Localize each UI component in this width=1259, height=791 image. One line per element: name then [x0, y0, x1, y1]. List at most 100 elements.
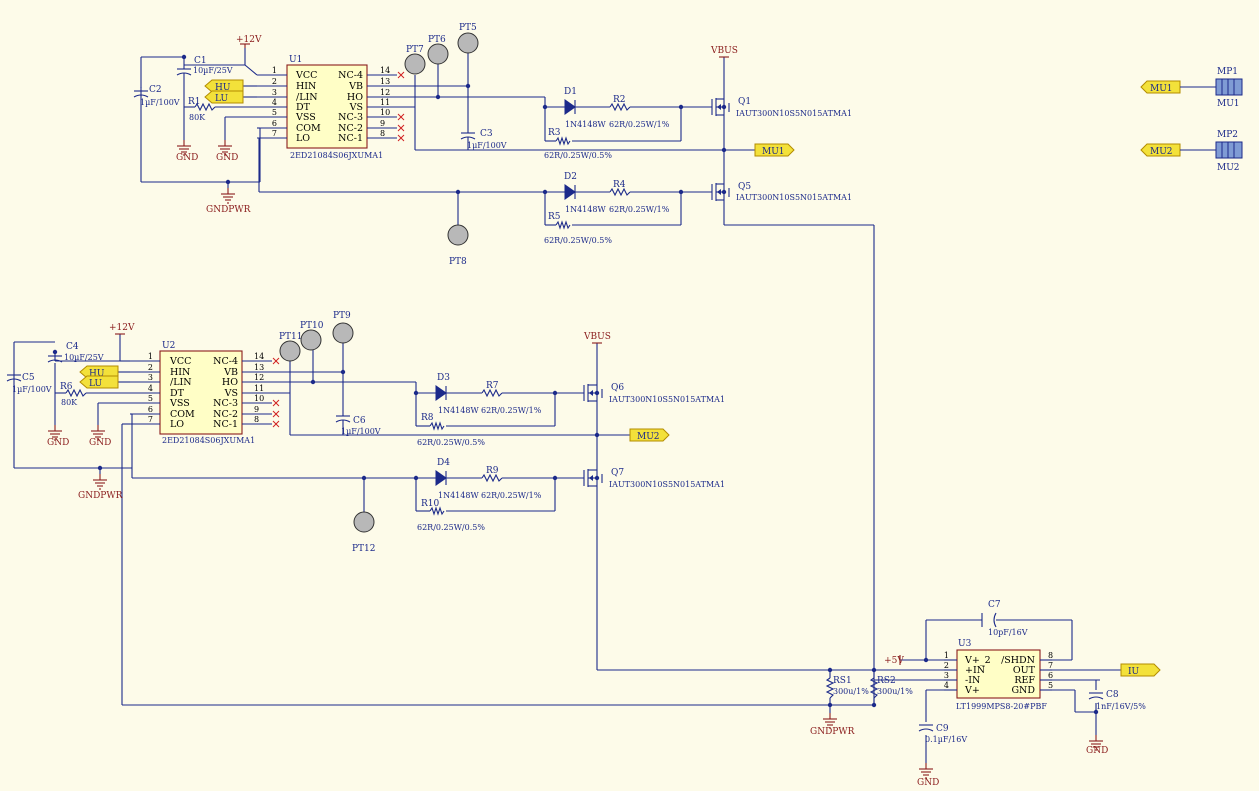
u2-pin-name: NC-2 [213, 409, 238, 420]
capacitor-c4[interactable]: C4 10µF/25V [47, 342, 104, 363]
u1-pin-num: 10 [380, 108, 390, 117]
c6-ref: C6 [353, 416, 366, 426]
rs1-value: 300u/1% [833, 687, 869, 696]
u3-pin-name: +IN [965, 665, 985, 676]
mp2-ref: MP2 [1217, 130, 1238, 140]
u3-pin-name: V+ [964, 685, 980, 696]
mosfet-q1[interactable]: Q1 IAUT300N10S5N015ATMA1 [711, 97, 852, 118]
capacitor-c7[interactable]: C7 10pF/16V [981, 600, 1028, 637]
capacitor-c2[interactable]: C2 1µF/100V [133, 85, 180, 107]
q5-ref: Q5 [738, 182, 751, 192]
resistor-r6[interactable]: R6 80K [60, 382, 87, 407]
u1-pin-name: NC-2 [338, 123, 363, 134]
r10-ref: R10 [421, 499, 440, 509]
capacitor-c3[interactable]: C3 1µF/100V [460, 129, 507, 150]
c9-value: 0.1µF/16V [925, 735, 967, 744]
q5-value: IAUT300N10S5N015ATMA1 [736, 193, 852, 202]
u2-pin-name: NC-1 [213, 419, 238, 430]
port-iu[interactable]: IU [1120, 663, 1161, 677]
u1-pin-name: NC-4 [338, 70, 363, 81]
capacitor-c6[interactable]: C6 1µF/100V [335, 415, 381, 436]
u2-pin-num: 13 [254, 363, 264, 372]
resistor-r2[interactable]: R2 62R/0.25W/1% [609, 95, 670, 129]
resistor-r8[interactable]: R8 62R/0.25W/0.5% [417, 413, 485, 447]
connector-mp1[interactable]: MU1 MP1 MU1 [1140, 67, 1243, 109]
diode-d4[interactable]: D4 1N4148W [435, 458, 479, 500]
diode-d3[interactable]: D3 1N4148W [435, 373, 479, 415]
u2-pin-num: 6 [148, 405, 153, 414]
resistor-r7[interactable]: R7 62R/0.25W/1% [481, 381, 542, 415]
resistor-r5[interactable]: R5 62R/0.25W/0.5% [544, 212, 612, 245]
u3-pin-name: /SHDN [1001, 655, 1035, 666]
testpoint-pt11[interactable]: PT11 [279, 332, 303, 362]
resistor-r10[interactable]: R10 62R/0.25W/0.5% [417, 499, 485, 532]
testpoint-pt9[interactable]: PT9 [332, 311, 354, 344]
rs2-ref: RS2 [877, 676, 896, 686]
resistor-r4[interactable]: R4 62R/0.25W/1% [609, 180, 670, 214]
q6-ref: Q6 [611, 383, 624, 393]
shunt-rs2[interactable]: RS2 300u/1% [869, 676, 913, 699]
q6-value: IAUT300N10S5N015ATMA1 [609, 395, 725, 404]
shunt-rs1[interactable]: RS1 300u/1% [825, 676, 869, 699]
mosfet-q7[interactable]: Q7 IAUT300N10S5N015ATMA1 [583, 468, 725, 489]
u1-pin-name: /LIN [296, 92, 318, 103]
u1-pin-name: VB [348, 81, 363, 92]
testpoint-pt10[interactable]: PT10 [300, 321, 324, 351]
q7-value: IAUT300N10S5N015ATMA1 [609, 480, 725, 489]
capacitor-c8[interactable]: C8 1nF/16V/5% [1088, 690, 1146, 711]
testpoint-pt8[interactable]: PT8 [447, 224, 469, 267]
r1-ref: R1 [188, 97, 201, 107]
r2-ref: R2 [613, 95, 626, 105]
r7-ref: R7 [486, 381, 499, 391]
capacitor-c9[interactable]: C9 0.1µF/16V [918, 724, 967, 744]
u1-wiring [140, 48, 875, 705]
c1-ref: C1 [194, 56, 207, 66]
resistor-r9[interactable]: R9 62R/0.25W/1% [481, 466, 542, 500]
u2-pin-num: 12 [254, 373, 264, 382]
diode-d1[interactable]: D1 1N4148W [564, 87, 606, 129]
driver-u2[interactable]: U2 2ED21084S06JXUMA1 1 2 3 4 5 6 7 VCC H… [130, 341, 280, 445]
port-mu1[interactable]: MU1 [754, 143, 795, 157]
amp-u3[interactable]: U3 LT1999MPS8-20#PBF 1 2 3 4 V+_2 +IN -I… [944, 639, 1053, 711]
pt9-ref: PT9 [333, 311, 351, 321]
capacitor-c1[interactable]: C1 10µF/25V [176, 56, 233, 78]
mosfet-q6[interactable]: Q6 IAUT300N10S5N015ATMA1 [583, 382, 725, 404]
capacitor-c5[interactable]: C5 1µF/100V [6, 373, 52, 394]
testpoint-pt12[interactable]: PT12 [352, 511, 376, 554]
driver-u1[interactable]: U1 2ED21084S06JXUMA1 1 2 3 4 5 6 7 VCC H… [257, 55, 405, 160]
d3-value: 1N4148W [438, 406, 479, 415]
r4-value: 62R/0.25W/1% [609, 205, 670, 214]
port-hu-top[interactable]: HU [204, 79, 244, 93]
diode-d2[interactable]: D2 1N4148W [564, 172, 606, 214]
gnd-label: GND [176, 153, 198, 163]
resistor-r1[interactable]: R1 80K [188, 97, 216, 122]
power-vbus-label: VBUS [583, 332, 611, 342]
port-lu-top[interactable]: LU [204, 90, 244, 104]
u1-ref: U1 [289, 55, 302, 65]
gndpwr-symbol [220, 187, 236, 204]
port-label: LU [89, 379, 102, 389]
d4-value: 1N4148W [438, 491, 479, 500]
port-mu2[interactable]: MU2 [629, 428, 670, 442]
mosfet-q5[interactable]: Q5 IAUT300N10S5N015ATMA1 [711, 182, 852, 203]
testpoint-pt5[interactable]: PT5 [457, 23, 479, 54]
testpoint-pt7[interactable]: PT7 [404, 45, 426, 75]
port-label: IU [1128, 667, 1140, 677]
d1-value: 1N4148W [565, 120, 606, 129]
rs2-value: 300u/1% [877, 687, 913, 696]
port-lu-middle[interactable]: LU [79, 375, 119, 389]
resistor-r3[interactable]: R3 62R/0.25W/0.5% [544, 128, 612, 160]
testpoint-pt6[interactable]: PT6 [427, 35, 449, 65]
q1-value: IAUT300N10S5N015ATMA1 [736, 109, 852, 118]
r5-value: 62R/0.25W/0.5% [544, 236, 612, 245]
u2-pin-name: VS [224, 388, 238, 399]
connector-mp2[interactable]: MU2 MP2 MU2 [1140, 130, 1243, 173]
u2-pin-name: COM [170, 409, 195, 420]
u1-pin-name: NC-3 [338, 112, 363, 123]
u2-wiring [13, 334, 944, 706]
u2-pin-name: VB [223, 367, 238, 378]
power-12v-u1: +12V [236, 35, 262, 48]
u1-pin-num: 11 [380, 98, 390, 107]
pt5-ref: PT5 [459, 23, 477, 33]
r1-value: 80K [189, 113, 206, 122]
